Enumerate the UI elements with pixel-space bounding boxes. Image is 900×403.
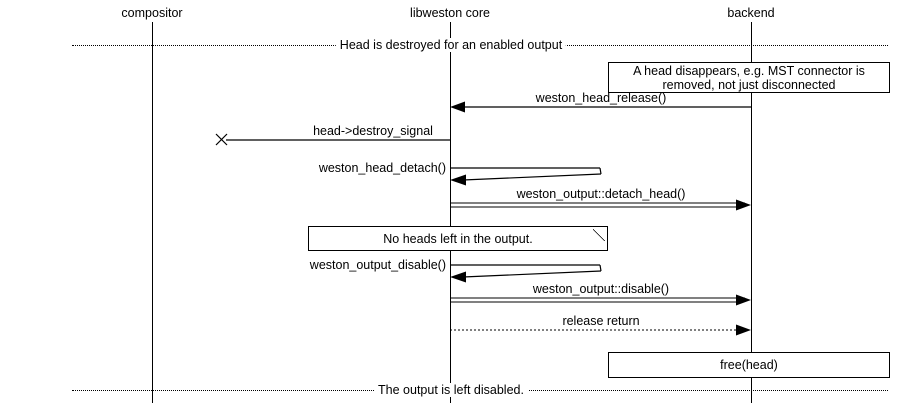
message-label-release-return: release return [562, 314, 640, 328]
arrow-weston-output-disable-self [450, 264, 602, 283]
message-label-weston-output-detach-head: weston_output::detach_head() [516, 187, 686, 201]
arrow-weston-output-detach-head [450, 199, 751, 211]
message-label-weston-head-detach: weston_head_detach() [318, 161, 446, 175]
note-head-disappears: A head disappears, e.g. MST connector is… [608, 62, 890, 93]
note-free-head: free(head) [608, 352, 890, 378]
lifeline-header-libweston-core: libweston core [410, 6, 490, 20]
note-free-head-text: free(head) [720, 358, 778, 372]
message-label-head-destroy-signal: head->destroy_signal [313, 124, 433, 138]
message-label-weston-output-disable: weston_output::disable() [532, 282, 670, 296]
note-no-heads-left: No heads left in the output. [308, 226, 608, 251]
lifeline-libweston-core [450, 22, 451, 403]
note-head-disappears-line2: removed, not just disconnected [662, 77, 836, 92]
lifeline-backend [751, 22, 752, 403]
arrow-weston-head-detach-self [450, 167, 602, 186]
lifeline-compositor [152, 22, 153, 403]
arrow-weston-output-disable [450, 294, 751, 306]
message-label-weston-head-release: weston_head_release() [535, 91, 667, 105]
message-label-weston-output-disable-call: weston_output_disable() [309, 258, 446, 272]
note-head-disappears-line1: A head disappears, e.g. MST connector is [633, 63, 865, 78]
lifeline-header-backend: backend [727, 6, 775, 20]
divider-label-bottom: The output is left disabled. [374, 383, 528, 397]
divider-label-top: Head is destroyed for an enabled output [335, 38, 567, 52]
lifeline-header-compositor: compositor [121, 6, 183, 20]
note-no-heads-left-text: No heads left in the output. [383, 231, 533, 246]
